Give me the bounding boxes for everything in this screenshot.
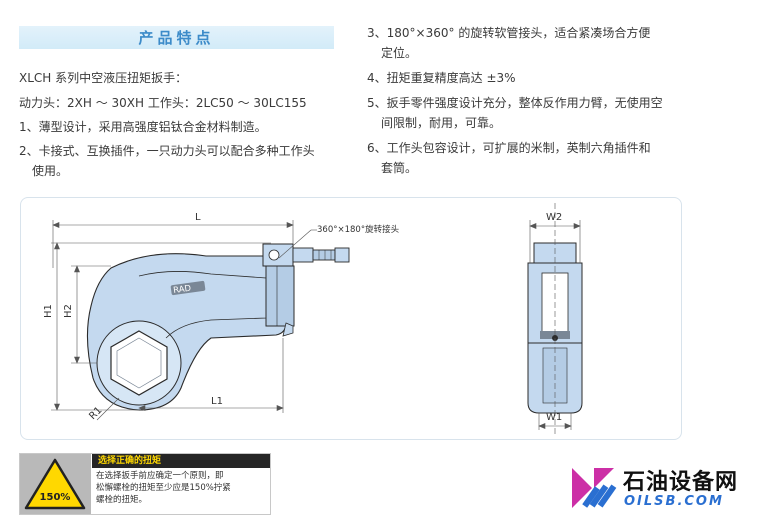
feature-3-cont: 定位。 (381, 46, 418, 60)
svg-text:RAD: RAD (173, 284, 193, 296)
feature-1: 1、薄型设计，采用高强度铝钛合金材料制造。 (19, 120, 267, 134)
warning-triangle-icon: 150% (24, 458, 86, 510)
warning-line-3: 螺栓的扭矩。 (96, 495, 148, 505)
label-W1: W1 (546, 412, 562, 423)
logo-en-text: OILSB.COM (624, 494, 724, 509)
label-L: L (195, 212, 201, 223)
front-dimension-lines (529, 203, 581, 436)
warning-line-2: 松懈螺栓的扭矩至少应是150%拧紧 (96, 483, 231, 493)
dimension-diagram: RAD (20, 197, 682, 440)
site-logo: 石油设备网 OILSB.COM (568, 464, 748, 514)
feature-series: XLCH 系列中空液压扭矩扳手： (19, 71, 188, 85)
label-W2: W2 (546, 212, 562, 223)
feature-6: 6、工作头包容设计，可扩展的米制，英制六角插件和 (367, 141, 651, 155)
swivel-callout: 360°×180°旋转接头 (317, 224, 400, 235)
feature-2-cont: 使用。 (32, 164, 69, 178)
label-R1: R1 (87, 405, 104, 422)
wrench-side-view: RAD (86, 243, 350, 411)
feature-6-cont: 套筒。 (381, 161, 418, 175)
section-title: 产品特点 (138, 29, 215, 47)
warning-text: 在选择扳手前应确定一个原则，即 松懈螺栓的扭矩至少应是150%拧紧 螺栓的扭矩。 (96, 470, 268, 506)
warning-badge: 150% (40, 492, 71, 503)
warning-title: 选择正确的扭矩 (92, 454, 270, 468)
warning-line-1: 在选择扳手前应确定一个原则，即 (96, 471, 224, 481)
section-title-bar: 产品特点 (19, 26, 334, 49)
feature-2: 2、卡接式、互换插件，一只动力头可以配合多种工作头 (19, 144, 315, 158)
label-H1: H1 (43, 304, 54, 318)
torque-warning-box: 150% 选择正确的扭矩 在选择扳手前应确定一个原则，即 松懈螺栓的扭矩至少应是… (19, 453, 271, 515)
feature-3: 3、180°×360° 的旋转软管接头，适合紧凑场合方便 (367, 26, 651, 40)
feature-5-cont: 间限制，耐用，可靠。 (381, 116, 502, 130)
feature-5: 5、扳手零件强度设计充分，整体反作用力臂，无使用空 (367, 96, 663, 110)
feature-models: 动力头：2XH ～ 30XH 工作头：2LC50 ～ 30LC155 (19, 96, 307, 110)
label-L1: L1 (211, 396, 223, 407)
label-H2: H2 (63, 304, 74, 318)
logo-cn-text: 石油设备网 (623, 469, 739, 495)
dimension-lines (51, 220, 317, 421)
feature-4: 4、扭矩重复精度高达 ±3% (367, 71, 516, 85)
logo-mark-icon (572, 468, 617, 508)
warning-icon-area: 150% (20, 454, 91, 514)
wrench-drawing: RAD (43, 203, 583, 436)
